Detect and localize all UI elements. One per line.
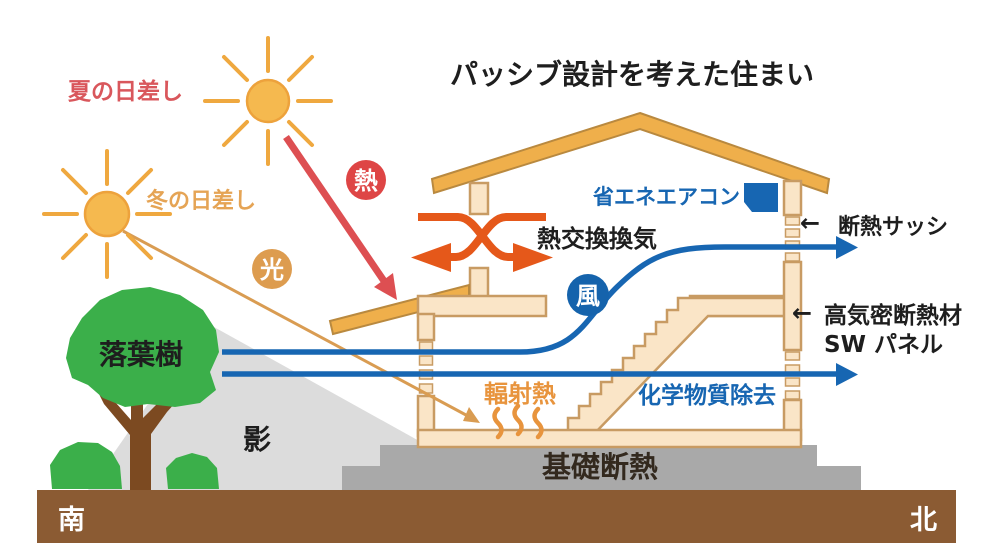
foundation-label: 基礎断熱 [542, 450, 658, 484]
eco-aircon-label: 省エネエアコン [592, 185, 740, 209]
chemical-removal-label: 化学物質除去 [638, 382, 776, 409]
deciduous-tree [50, 287, 219, 490]
summer-heat-arrow [283, 135, 397, 300]
left-slab [416, 294, 548, 318]
air-flow-straight [222, 363, 858, 386]
winter-sun-icon [42, 149, 172, 279]
right-wall-top [782, 179, 803, 217]
radiant-heat-waves-icon [492, 403, 544, 440]
page-title: パッシブ設計を考えた住まい [450, 58, 814, 91]
upper-wall-stub [468, 181, 490, 216]
summer-sun-label: 夏の日差し [68, 78, 183, 105]
air-flow-curve [222, 236, 858, 355]
winter-light-ray [122, 229, 480, 423]
shade-label: 影 [243, 423, 271, 456]
light-badge: 光 [252, 249, 292, 289]
tree-shadow [88, 322, 430, 490]
svg-text:風: 風 [576, 282, 600, 310]
svg-text:光: 光 [259, 256, 284, 284]
panel-leader-arrow: ← [792, 299, 812, 327]
lower-wall-stub [468, 266, 490, 300]
panel-label-line2: SW パネル [824, 332, 943, 358]
house-structure [328, 111, 831, 449]
south-label: 南 [58, 505, 85, 536]
sash-label: 断熱サッシ [838, 214, 948, 240]
wind-badge: 風 [567, 274, 609, 316]
ground [37, 490, 956, 543]
winter-sun-rays [42, 149, 172, 279]
svg-text:熱: 熱 [354, 167, 378, 195]
tree-canopy [66, 287, 219, 407]
summer-sun-icon [203, 36, 333, 166]
tree-trunk [96, 387, 183, 490]
right-wall-mid [782, 260, 803, 352]
heat-exchange-icon [411, 213, 553, 272]
aircon-icon [744, 183, 778, 212]
radiant-heat-label: 輻射熱 [484, 380, 556, 408]
bush-right [166, 453, 219, 489]
staircase [566, 296, 787, 436]
right-window-sash-bottom [784, 351, 801, 400]
bush-left [50, 442, 122, 489]
tree-label: 落葉樹 [99, 338, 183, 371]
heat-badge: 熱 [346, 160, 386, 200]
roof [430, 111, 831, 195]
left-wall-upper [416, 312, 436, 342]
north-label: 北 [910, 505, 937, 536]
sash-leader-arrow: ← [800, 209, 820, 237]
floor-slab [416, 428, 803, 449]
heat-exchange-label: 熱交換換気 [537, 225, 657, 253]
summer-sun-rays [203, 36, 333, 166]
panel-label-line1: 高気密断熱材 [824, 302, 962, 329]
right-window-sash-top [784, 216, 801, 262]
foundation [342, 445, 861, 490]
winter-sun-label: 冬の日差し [146, 188, 256, 214]
